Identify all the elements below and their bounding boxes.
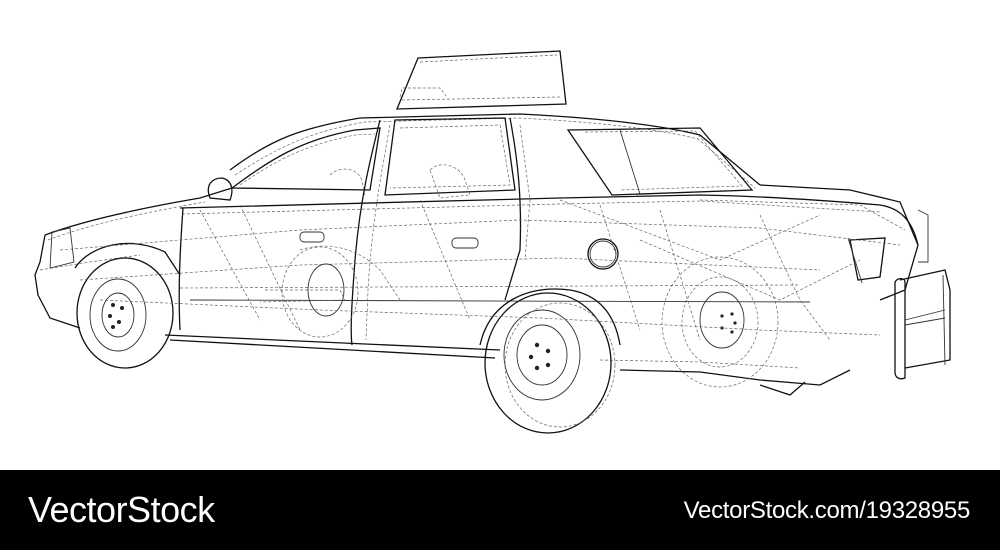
hidden-front-wheel [281, 246, 359, 338]
side-mirror [207, 177, 233, 201]
front-door-handle [299, 231, 325, 243]
car-windows [230, 117, 754, 196]
rear-door-handle [451, 237, 479, 249]
car-doors [178, 117, 619, 346]
rear-wheel [484, 292, 616, 434]
rear-wheel-arch [479, 288, 621, 346]
watermark-footer: VectorStock VectorStock.com/19328955 [0, 470, 1000, 550]
taxi-roof-sign [396, 50, 567, 110]
front-wheel [76, 257, 174, 369]
hidden-rear-wheel [661, 256, 779, 388]
car-body [34, 113, 919, 396]
image-reference-text: VectorStock.com/19328955 [683, 497, 971, 524]
rear-push-bar [847, 209, 951, 380]
hidden-construction-lines [59, 199, 901, 341]
brand-logo-text: VectorStock [28, 489, 215, 530]
fuel-cap [587, 238, 619, 270]
taxi-wireframe-illustration [34, 50, 951, 434]
front-wheel-arch [74, 242, 181, 276]
